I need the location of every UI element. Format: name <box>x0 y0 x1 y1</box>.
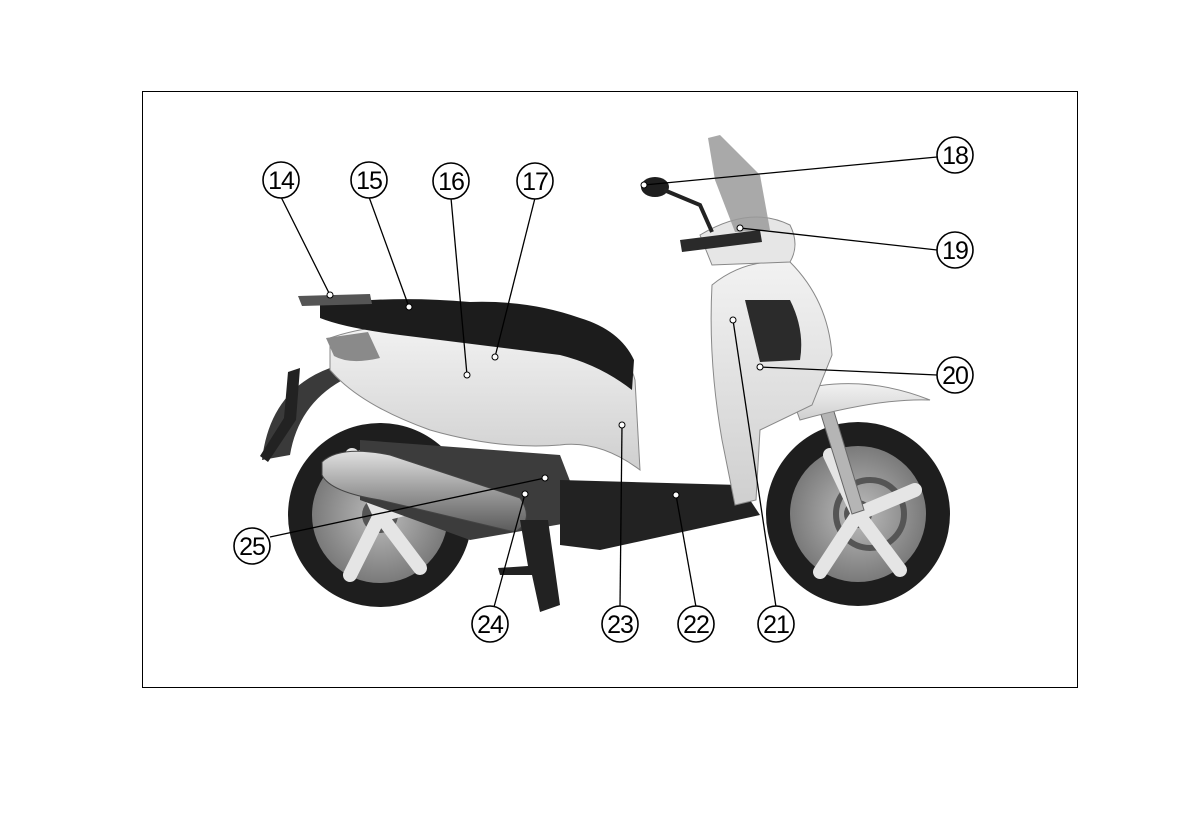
callout-14: 14 <box>263 162 299 198</box>
floorboard <box>560 480 760 550</box>
svg-text:17: 17 <box>522 168 548 196</box>
svg-text:16: 16 <box>438 168 464 196</box>
callout-25: 25 <box>234 528 270 564</box>
callout-21: 21 <box>758 606 794 642</box>
svg-text:14: 14 <box>268 167 295 195</box>
windscreen <box>708 135 770 232</box>
callout-23: 23 <box>602 606 638 642</box>
callout-19: 19 <box>937 232 973 268</box>
callout-24: 24 <box>472 606 508 642</box>
callout-16: 16 <box>433 163 469 199</box>
callout-20: 20 <box>937 357 973 393</box>
svg-text:15: 15 <box>356 167 382 195</box>
callout-18: 18 <box>937 137 973 173</box>
scooter-illustration <box>260 135 950 612</box>
center-stand <box>498 520 560 612</box>
svg-text:19: 19 <box>942 237 968 265</box>
svg-text:25: 25 <box>239 533 265 561</box>
front-wheel <box>766 422 950 606</box>
callout-15: 15 <box>351 162 387 198</box>
rear-carrier <box>298 294 372 306</box>
callout-17: 17 <box>517 163 553 199</box>
mirror <box>641 177 712 232</box>
callout-22: 22 <box>678 606 714 642</box>
svg-text:18: 18 <box>942 142 968 170</box>
svg-text:20: 20 <box>942 362 968 390</box>
svg-text:24: 24 <box>477 611 504 639</box>
svg-text:23: 23 <box>607 611 633 639</box>
svg-text:22: 22 <box>683 611 709 639</box>
svg-text:21: 21 <box>763 611 789 639</box>
